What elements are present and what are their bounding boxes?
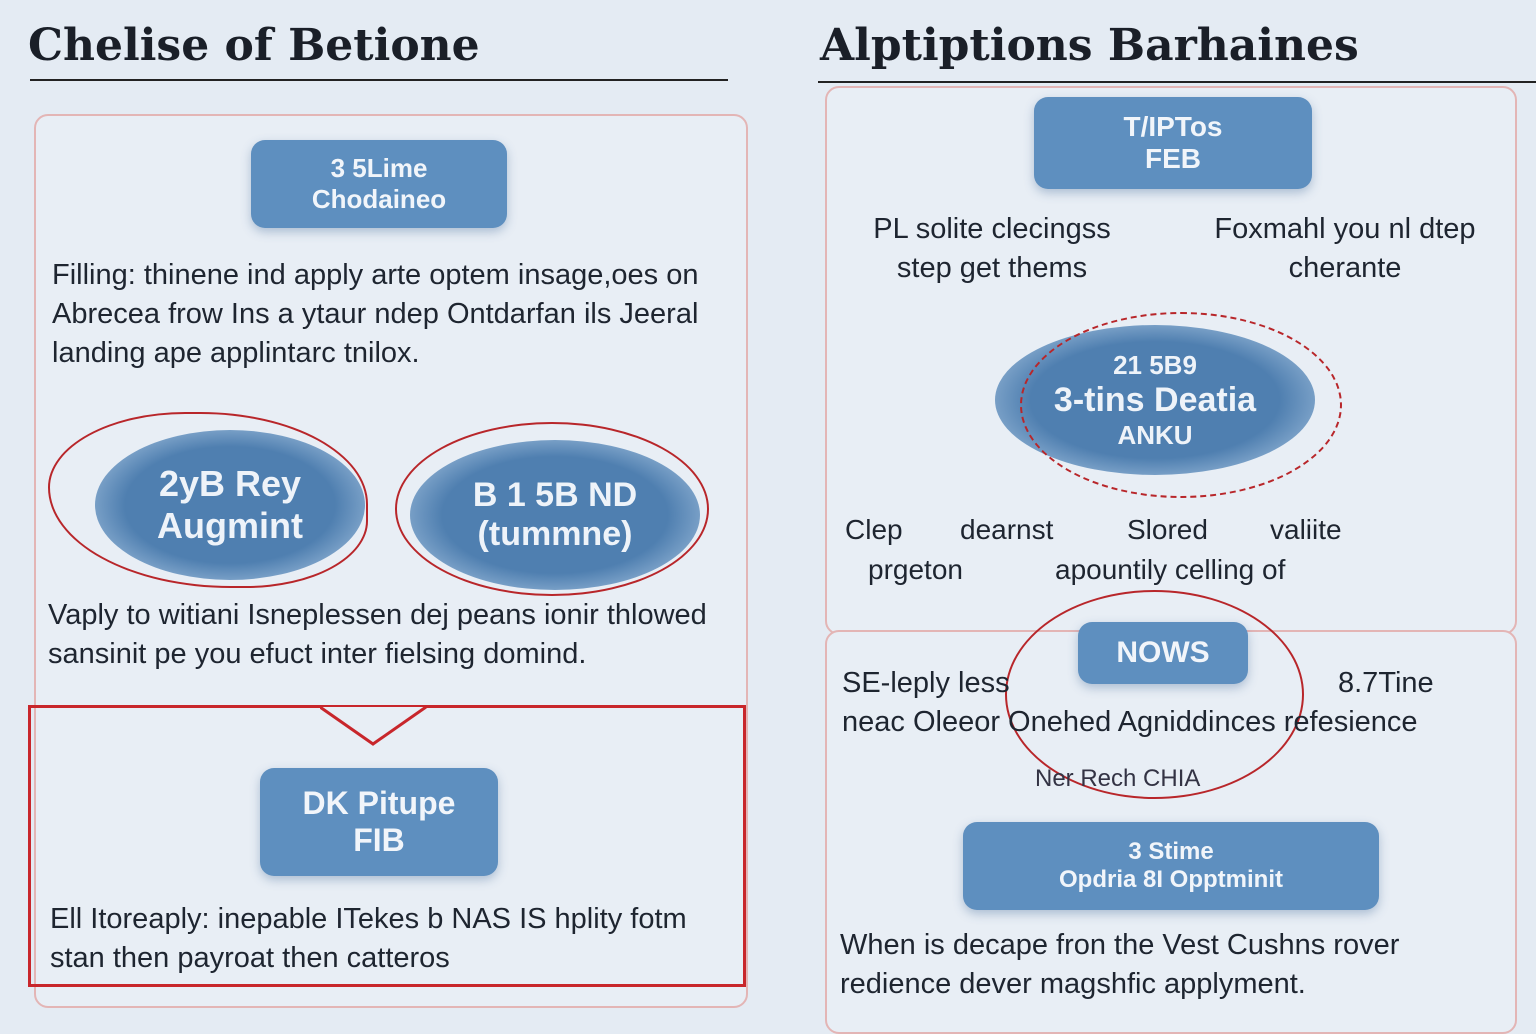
node-line: Opdria 8I Opptminit: [1058, 866, 1283, 893]
left-paragraph-2: Vaply to witiani Isneplessen dej peans i…: [48, 599, 707, 670]
right-title: Alptiptions Barhaines: [820, 20, 1359, 71]
node-line: FIB: [353, 822, 405, 858]
node-line: 3 5Lime: [330, 153, 428, 183]
chip-5: prgeton: [868, 554, 963, 585]
right-left-text: SE-leply less: [842, 667, 1010, 699]
right-column-2: Foxmahl you nl dtep cherante: [1214, 213, 1476, 284]
right-highlight-oval-1: [1020, 312, 1342, 498]
right-right-text: 8.7Tine: [1338, 667, 1434, 699]
right-column-1: PL solite clecingss step get thems: [873, 213, 1111, 284]
right-title-rule: [818, 81, 1536, 83]
right-middle-line: neac Oleeor Onehed Agniddinces refesienc…: [842, 706, 1418, 738]
node-line: Chodaineo: [311, 184, 447, 214]
left-title-rule: [30, 79, 728, 81]
node-line: FEB: [1145, 143, 1201, 174]
right-paragraph: When is decape fron the Vest Cushns rove…: [840, 929, 1400, 1000]
node-line: T/IPTos: [1123, 111, 1223, 142]
node-line: DK Pitupe: [302, 785, 456, 821]
callout-notch: [320, 705, 427, 746]
chip-3: Slored: [1127, 514, 1208, 545]
left-highlight-oval-2: [395, 422, 709, 596]
left-title: Chelise of Betione: [28, 20, 480, 71]
right-small-label: Ner Rech CHIA: [1035, 765, 1201, 792]
chip-4: valiite: [1270, 514, 1342, 545]
left-paragraph-3: Ell Itoreaply: inepable ITekes b NAS IS …: [50, 903, 687, 974]
left-highlight-oval-1: [48, 412, 368, 588]
left-paragraph-1: Filling: thinene ind apply arte optem in…: [52, 259, 699, 369]
node-line: 3 Stime: [1128, 838, 1214, 865]
chip-1: Clep: [845, 514, 903, 545]
right-highlight-oval-2: [1005, 590, 1304, 799]
chip-6: apountily celling of: [1055, 554, 1286, 585]
chip-2: dearnst: [960, 514, 1054, 545]
left-highlight-box: [28, 705, 746, 987]
